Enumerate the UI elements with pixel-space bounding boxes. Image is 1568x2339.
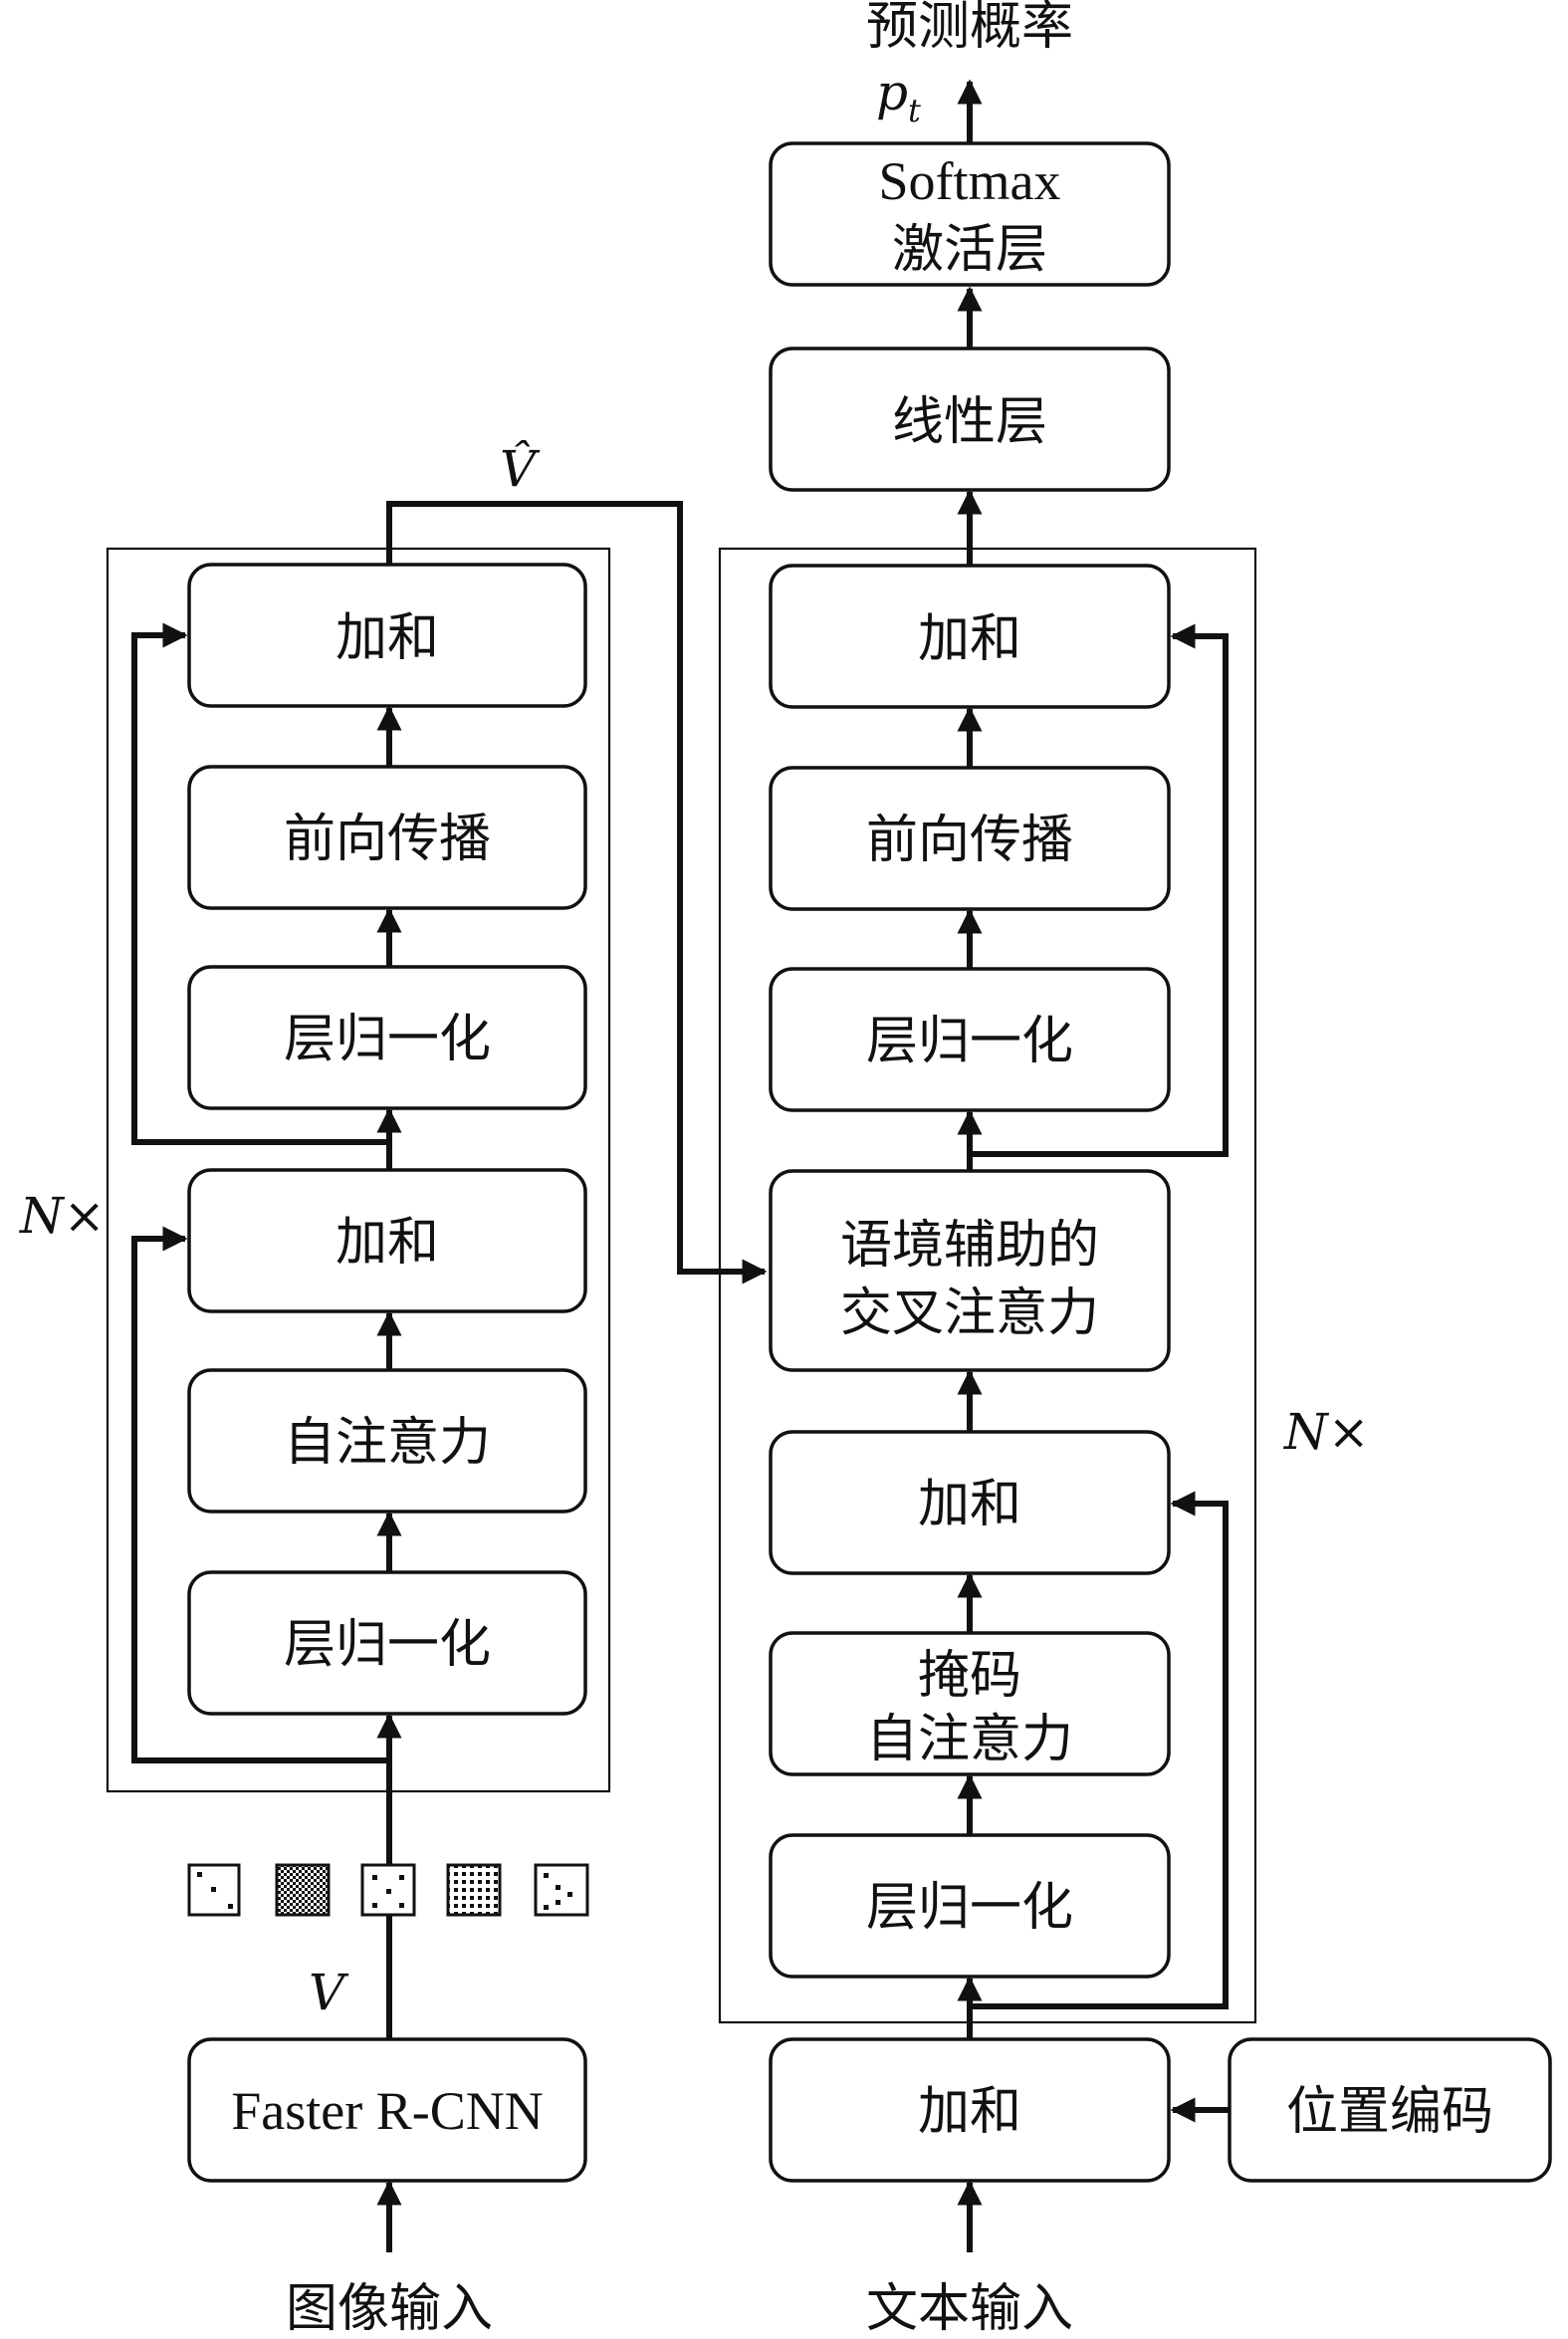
text-embedding-sum-label: 加和 (918, 2082, 1021, 2142)
encoder-layer-norm-2-label: 层归一化 (284, 1010, 491, 1069)
decoder-masked-attention-label-line1: 掩码 (918, 1646, 1021, 1706)
decoder-feed-forward-block: 前向传播 (769, 766, 1171, 911)
decoder-cross-attention-block: 语境辅助的 交叉注意力 (769, 1169, 1171, 1372)
output-prob-label: pt (876, 64, 921, 129)
linear-layer-block: 线性层 (769, 347, 1171, 492)
softmax-label-line2: 激活层 (892, 220, 1047, 280)
decoder-layer-norm-1-label: 层归一化 (866, 1878, 1073, 1938)
positional-encoding-block: 位置编码 (1228, 2037, 1552, 2183)
decoder-sum-mid-label: 加和 (918, 1475, 1021, 1534)
decoder-residual-2 (970, 623, 1229, 1157)
visual-features-label: V (309, 1964, 349, 2021)
decoder-frame (718, 547, 1257, 2024)
encoder-feed-forward-label: 前向传播 (284, 810, 491, 869)
text-input-label: 文本输入 (866, 2279, 1073, 2339)
encoder-layer-norm-1-label: 层归一化 (284, 1615, 491, 1675)
decoder-repeat-label: N× (1283, 1403, 1370, 1461)
output-prob-symbol: p (876, 64, 908, 121)
feature-icon-1 (187, 1863, 241, 1917)
image-input-label: 图像输入 (286, 2279, 493, 2339)
arrow-encoder-output-to-cross-attention (386, 501, 768, 1285)
encoder-residual-1 (131, 1226, 389, 1763)
decoder-cross-attention-label-line2: 交叉注意力 (840, 1284, 1099, 1343)
encoder-output-label: V̂ (500, 439, 541, 498)
encoder-self-attention-label: 自注意力 (284, 1413, 491, 1473)
decoder-masked-attention-label-line2: 自注意力 (866, 1710, 1073, 1769)
faster-rcnn-block: Faster R-CNN (187, 2037, 587, 2183)
feature-icon-2 (275, 1863, 331, 1917)
decoder-layer-norm-3-block: 层归一化 (769, 967, 1171, 1112)
encoder-self-attention-block: 自注意力 (187, 1368, 587, 1514)
softmax-label-line1: Softmax (879, 151, 1061, 211)
feature-map-icons (187, 1863, 589, 1917)
decoder-sum-top-block: 加和 (769, 564, 1171, 709)
decoder-sum-top-label: 加和 (918, 609, 1021, 669)
feature-icon-4 (446, 1863, 502, 1917)
linear-layer-label: 线性层 (892, 392, 1047, 452)
encoder-layer-norm-2-block: 层归一化 (187, 965, 587, 1110)
output-prob-subscript: t (908, 92, 921, 129)
faster-rcnn-label: Faster R-CNN (231, 2081, 543, 2141)
feature-icon-5 (534, 1863, 589, 1917)
predicted-probability-label: 预测概率 (866, 0, 1073, 57)
encoder-sum-top-block: 加和 (187, 563, 587, 708)
encoder-residual-2 (131, 622, 389, 1145)
decoder-residual-1 (970, 1491, 1229, 2009)
positional-encoding-label: 位置编码 (1286, 2082, 1493, 2142)
decoder-feed-forward-label: 前向传播 (866, 811, 1073, 870)
encoder-sum-mid-block: 加和 (187, 1168, 587, 1313)
decoder-cross-attention-label-line1: 语境辅助的 (840, 1216, 1099, 1276)
decoder-layer-norm-1-block: 层归一化 (769, 1833, 1171, 1979)
softmax-layer-block: Softmax 激活层 (769, 141, 1171, 287)
encoder-layer-norm-1-block: 层归一化 (187, 1570, 587, 1716)
encoder-feed-forward-block: 前向传播 (187, 765, 587, 910)
decoder-layer-norm-3-label: 层归一化 (866, 1012, 1073, 1071)
encoder-frame (106, 547, 611, 1793)
encoder-sum-mid-label: 加和 (336, 1213, 439, 1273)
feature-icon-3 (360, 1863, 416, 1917)
decoder-sum-mid-block: 加和 (769, 1430, 1171, 1575)
decoder-masked-attention-block: 掩码 自注意力 (769, 1631, 1171, 1776)
text-embedding-sum-block: 加和 (769, 2037, 1171, 2183)
encoder-sum-top-label: 加和 (336, 608, 439, 668)
encoder-repeat-label: N× (19, 1187, 106, 1245)
